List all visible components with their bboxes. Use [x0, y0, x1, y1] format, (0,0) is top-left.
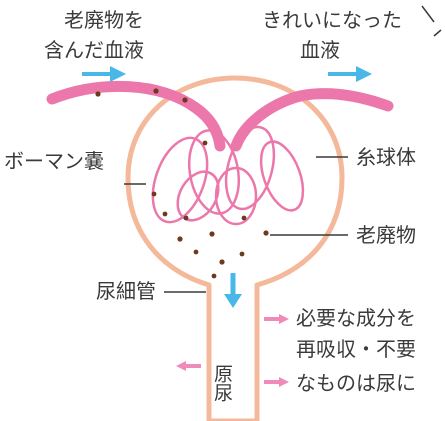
arrow-down-icon	[224, 273, 242, 308]
waste-dot	[209, 231, 215, 237]
corner-mark-2	[433, 29, 442, 37]
bowman-capsule-label: ボーマン嚢	[4, 149, 104, 173]
reabsorb-label-line1: 必要な成分を	[296, 306, 416, 330]
arrow-left-icon	[176, 361, 201, 371]
corner-mark	[421, 5, 435, 23]
waste-dot	[239, 251, 245, 257]
waste-dot	[95, 91, 101, 97]
reabsorb-label-line2: 再吸収・不要	[296, 337, 416, 361]
waste-dot	[183, 215, 189, 221]
waste-blood-label-line2: 含んだ血液	[44, 38, 144, 62]
glomerulus-label: 糸球体	[356, 145, 416, 169]
waste-dot	[263, 230, 269, 236]
waste-dot	[151, 191, 157, 197]
reabsorption-arrows	[176, 314, 289, 387]
clean-blood-label-line1: きれいになった	[262, 8, 402, 32]
waste-dot	[241, 215, 247, 221]
blood-flow-arrows	[82, 66, 372, 308]
waste-dot	[177, 236, 183, 242]
primary-urine-label: 原尿	[211, 364, 233, 402]
waste-dot	[211, 273, 217, 279]
arrow-right-icon	[328, 66, 372, 82]
waste-particles	[95, 88, 269, 279]
waste-dot	[162, 211, 168, 217]
arrow-right-icon	[264, 377, 289, 387]
waste-blood-label-line1: 老廃物を	[64, 8, 144, 32]
reabsorb-label-line3: なものは尿に	[296, 371, 416, 395]
leader-lines	[124, 5, 442, 293]
waste-label: 老廃物	[356, 223, 416, 247]
clean-blood-label-line2: 血液	[300, 38, 340, 62]
waste-dot	[182, 97, 188, 103]
waste-dot	[153, 88, 159, 94]
arrow-right-icon	[264, 314, 289, 324]
waste-dot	[193, 249, 199, 255]
waste-dot	[202, 140, 208, 146]
blood-vessel-arc-right	[230, 88, 394, 152]
renal-tubule-label: 尿細管	[96, 279, 156, 303]
arrow-right-icon	[82, 66, 126, 82]
waste-dot	[219, 259, 225, 265]
bowman-capsule-wall	[125, 75, 345, 421]
